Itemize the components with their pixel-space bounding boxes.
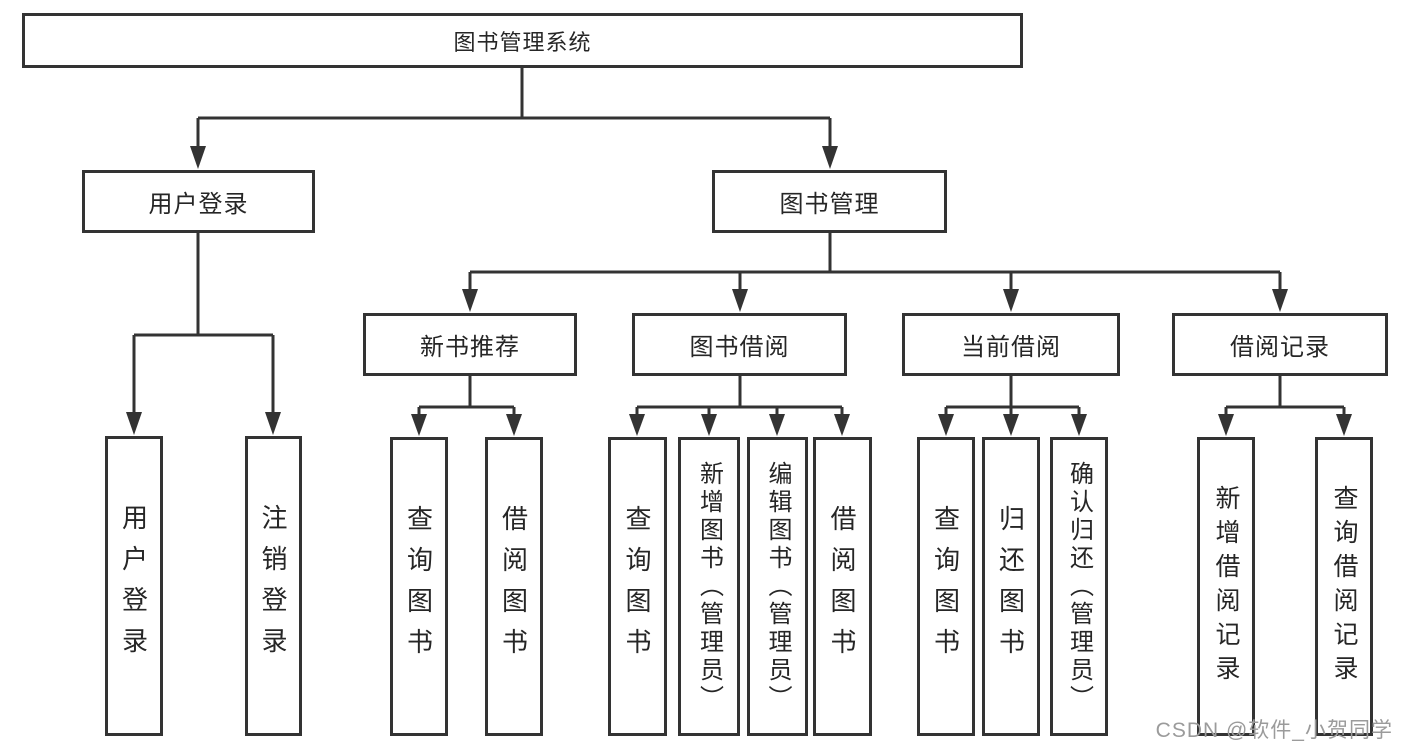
node-add-borrow-record: 新增借阅记录 [1197, 437, 1255, 736]
node-label: 新增图书（管理员） [695, 460, 723, 713]
node-label: 借阅记录 [1230, 334, 1330, 361]
node-logout-leaf: 注销登录 [245, 436, 302, 736]
node-label: 注销登录 [258, 504, 288, 668]
node-query-books-2: 查询图书 [608, 437, 667, 736]
node-label: 查询借阅记录 [1330, 484, 1358, 689]
node-label: 借阅图书 [498, 504, 529, 669]
node-label: 确认归还（管理员） [1065, 460, 1093, 713]
node-label: 查询图书 [930, 504, 961, 669]
node-book-borrowing: 图书借阅 [632, 313, 847, 376]
node-label: 用户登录 [148, 191, 249, 218]
node-query-books-1: 查询图书 [390, 437, 448, 736]
node-book-management: 图书管理 [712, 170, 947, 233]
node-label: 新增借阅记录 [1212, 484, 1240, 689]
node-return-books: 归还图书 [982, 437, 1040, 736]
node-label: 新书推荐 [420, 334, 520, 361]
node-label: 图书管理系统 [453, 29, 592, 55]
node-user-login-leaf: 用户登录 [105, 436, 163, 736]
node-label: 图书借阅 [689, 334, 790, 361]
node-query-borrow-record: 查询借阅记录 [1315, 437, 1373, 736]
node-add-books-admin: 新增图书（管理员） [678, 437, 740, 736]
node-label: 图书管理 [779, 191, 880, 218]
node-label: 编辑图书（管理员） [764, 460, 791, 713]
node-label: 查询图书 [403, 504, 434, 669]
node-new-book-recommend: 新书推荐 [363, 313, 577, 376]
node-label: 用户登录 [118, 504, 149, 668]
node-current-borrowing: 当前借阅 [902, 313, 1120, 376]
node-label: 查询图书 [622, 504, 652, 669]
node-borrow-books-2: 借阅图书 [813, 437, 872, 736]
node-query-books-3: 查询图书 [917, 437, 975, 736]
node-borrow-books-1: 借阅图书 [485, 437, 543, 736]
node-user-login-branch: 用户登录 [82, 170, 315, 233]
node-borrowing-records: 借阅记录 [1172, 313, 1388, 376]
node-edit-books-admin: 编辑图书（管理员） [747, 437, 808, 736]
arrowheads [126, 146, 1352, 436]
node-label: 当前借阅 [961, 334, 1061, 361]
csdn-watermark: CSDN @软件_小贺同学 [1155, 719, 1393, 742]
node-label: 归还图书 [995, 504, 1026, 669]
node-confirm-return-admin: 确认归还（管理员） [1050, 437, 1108, 736]
node-book-management-system: 图书管理系统 [22, 13, 1023, 68]
node-label: 借阅图书 [827, 504, 857, 669]
